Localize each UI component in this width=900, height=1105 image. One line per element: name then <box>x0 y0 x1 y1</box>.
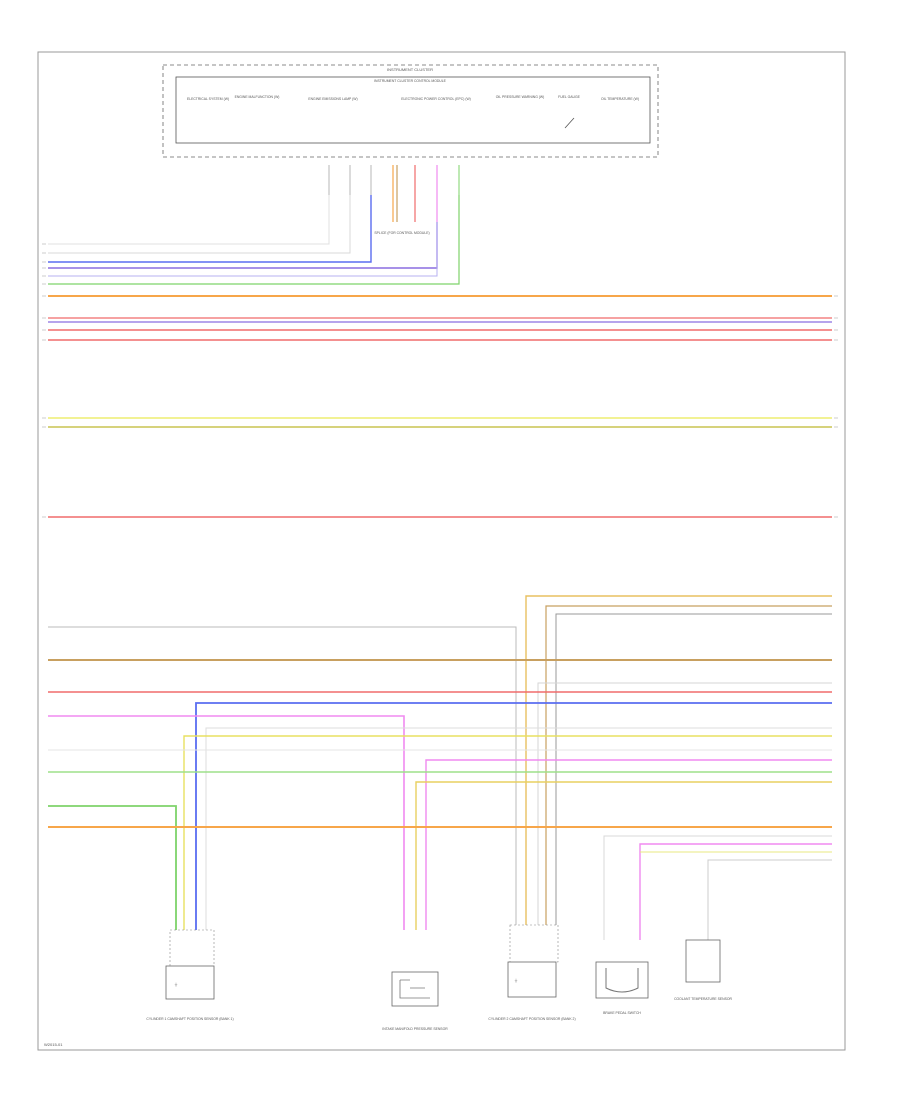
wire <box>545 605 832 925</box>
module-connectors: SPLICE (FOR CONTROL MODULE) <box>328 165 460 235</box>
wire <box>183 735 832 930</box>
component-label: BRAKE PEDAL SWITCH <box>603 1011 641 1015</box>
instrument-cluster-box <box>162 64 659 158</box>
sensor-wires <box>48 595 832 940</box>
sensor-body <box>391 971 439 1007</box>
component-label: CYLINDER 2 CAMSHAFT POSITION SENSOR (BAN… <box>488 1017 575 1021</box>
component-cam-sensor-bank1: ⏚ CYLINDER 1 CAMSHAFT POSITION SENSOR (B… <box>146 929 234 1021</box>
wire <box>639 843 832 940</box>
page-frame <box>37 51 846 1051</box>
wire-end-markers <box>42 243 838 518</box>
component-map-sensor: INTAKE MANIFOLD PRESSURE SENSOR <box>382 971 448 1031</box>
through-wires <box>48 295 832 518</box>
indicator-label: OIL TEMPERATURE (W) <box>601 97 639 101</box>
sensor-body <box>507 961 557 998</box>
control-module-box <box>175 76 651 144</box>
wire <box>48 195 351 254</box>
indicator-label: ENGINE MALFUNCTION (W) <box>235 95 280 99</box>
indicator-label: FUEL GAUGE <box>558 95 580 99</box>
wire <box>48 626 517 925</box>
component-brake-switch: BRAKE PEDAL SWITCH <box>595 961 649 1015</box>
wire <box>425 759 832 930</box>
ground-symbol: ⏚ <box>514 977 518 983</box>
wire <box>603 835 832 940</box>
wire <box>48 195 330 245</box>
component-label: COOLANT TEMPERATURE SENSOR <box>674 997 732 1001</box>
wire <box>415 781 832 930</box>
module-wire-bundle <box>48 195 460 285</box>
indicator-label: ELECTRICAL SYSTEM (W) <box>187 97 229 101</box>
wire <box>555 613 832 925</box>
wire <box>537 682 832 925</box>
indicator-label: OIL PRESSURE WARNING (W) <box>496 95 545 99</box>
wire <box>48 195 460 285</box>
wire <box>525 595 832 925</box>
sensor-symbol <box>399 979 430 999</box>
control-module-title: INSTRUMENT CLUSTER CONTROL MODULE <box>374 79 447 83</box>
wire <box>48 195 372 263</box>
sensor-connector <box>509 924 559 963</box>
switch-symbol <box>605 968 639 993</box>
wire <box>48 222 438 277</box>
sensor-connector <box>169 929 215 967</box>
indicator-label: ELECTRONIC POWER CONTROL (EPC) (W) <box>401 97 471 101</box>
indicator-group: ELECTRICAL SYSTEM (W) ENGINE MALFUNCTION… <box>187 95 639 129</box>
sensor-body <box>685 939 721 983</box>
component-cam-sensor-bank2: ⏚ CYLINDER 2 CAMSHAFT POSITION SENSOR (B… <box>488 924 576 1021</box>
component-coolant-sensor: COOLANT TEMPERATURE SENSOR <box>674 939 732 1001</box>
wire <box>707 859 832 940</box>
indicator-label: ENGINE EMISSIONS LAMP (W) <box>308 97 357 101</box>
wire <box>48 805 177 930</box>
splice-label: SPLICE (FOR CONTROL MODULE) <box>374 231 429 235</box>
page-code: W2015-01 <box>44 1042 63 1047</box>
wire <box>48 715 405 930</box>
gauge-needle <box>564 117 575 129</box>
wire <box>205 727 832 930</box>
ground-symbol: ⏚ <box>174 981 178 987</box>
instrument-cluster-title: INSTRUMENT CLUSTER <box>387 67 433 72</box>
wire <box>48 222 438 269</box>
wire <box>195 702 832 930</box>
switch-body <box>595 961 649 999</box>
component-label: INTAKE MANIFOLD PRESSURE SENSOR <box>382 1027 448 1031</box>
component-label: CYLINDER 1 CAMSHAFT POSITION SENSOR (BAN… <box>146 1017 233 1021</box>
